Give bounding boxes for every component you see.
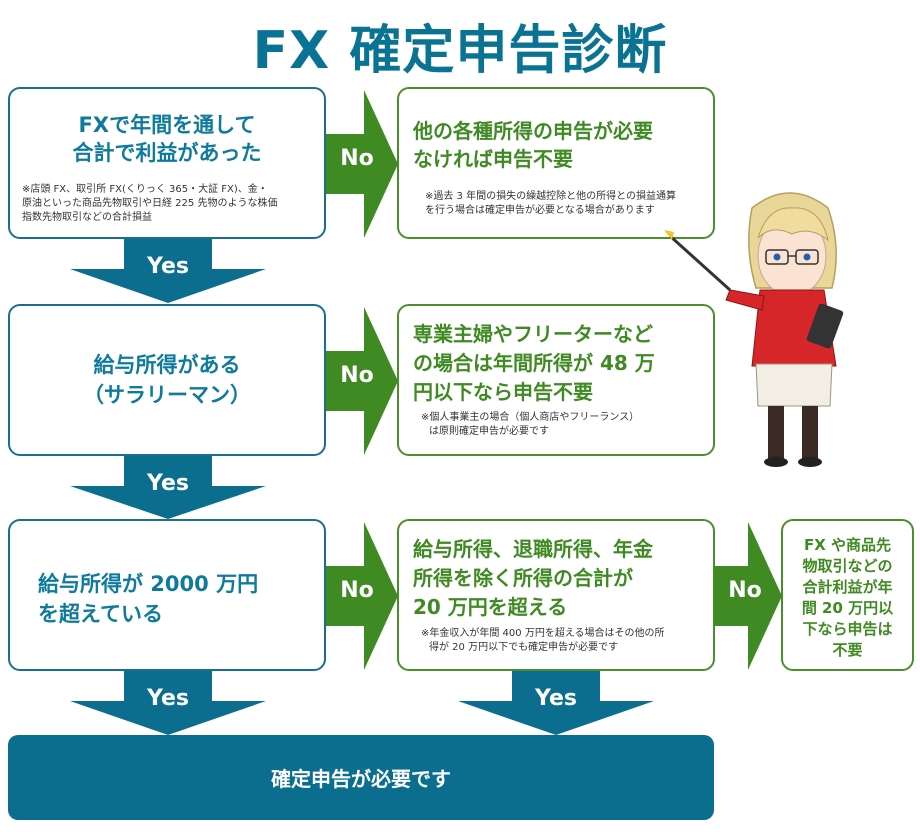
final-line-6: 不要: [832, 641, 863, 659]
question-1-note-1: ※店頭 FX、取引所 FX(くりっく 365・大証 FX)、金・: [22, 184, 268, 195]
no-label-3: No: [340, 578, 374, 603]
answer-box-2: 専業主婦やフリーターなど の場合は年間所得が 48 万 円以下なら申告不要 ※個…: [397, 304, 715, 456]
question-box-2: 給与所得がある （サラリーマン）: [8, 304, 326, 456]
answer-box-3: 給与所得、退職所得、年金 所得を除く所得の合計が 20 万円を超える ※年金収入…: [397, 519, 715, 671]
answer-2-line-1: 専業主婦やフリーターなど: [413, 322, 653, 346]
yes-label-3: Yes: [147, 686, 189, 711]
yes-arrow-3: [70, 671, 266, 735]
yes-arrow-2: [70, 456, 266, 519]
no-arrow-4: [714, 522, 782, 670]
answer-1-line-1: 他の各種所得の申告が必要: [413, 119, 653, 143]
question-2-line-2: （サラリーマン）: [83, 383, 251, 407]
final-line-1: FX や商品先: [803, 536, 892, 554]
answer-3-note-1: ※年金収入が年間 400 万円を超える場合はその他の所: [421, 628, 665, 639]
yes-label-1: Yes: [147, 254, 189, 279]
final-line-3: 合計利益が年: [802, 578, 893, 596]
result-banner: 確定申告が必要です: [8, 735, 714, 820]
no-label-4: No: [728, 578, 762, 603]
teacher-character-illustration: [664, 192, 844, 467]
answer-2-note-2: は原則確定申告が必要です: [429, 426, 549, 437]
final-line-2: 物取引などの: [802, 557, 893, 575]
final-answer-box: FX や商品先 物取引などの 合計利益が年 間 20 万円以 下なら申告は 不要: [781, 519, 914, 671]
no-label-1: No: [340, 146, 374, 171]
question-1-note-2: 原油といった商品先物取引や日経 225 先物のような株価: [22, 198, 278, 209]
page-title: FX 確定申告診断: [252, 21, 668, 81]
no-arrow-3: [326, 522, 398, 670]
final-line-4: 間 20 万円以: [801, 599, 894, 617]
no-arrow-2: [326, 307, 398, 455]
question-1-note-3: 指数先物取引などの合計損益: [22, 212, 152, 223]
answer-1-line-2: なければ申告不要: [413, 147, 573, 171]
final-line-5: 下なら申告は: [802, 620, 893, 638]
answer-3-note-2: 得が 20 万円以下でも確定申告が必要です: [429, 642, 619, 653]
answer-3-line-3: 20 万円を超える: [413, 595, 568, 619]
question-2-line-1: 給与所得がある: [93, 353, 241, 377]
answer-2-note-1: ※個人事業主の場合（個人商店やフリーランス）: [421, 412, 640, 423]
question-box-1: FXで年間を通して 合計で利益があった ※店頭 FX、取引所 FX(くりっく 3…: [8, 87, 326, 239]
yes-label-4: Yes: [535, 686, 577, 711]
question-3-line-1: 給与所得が 2000 万円: [38, 572, 259, 596]
question-1-line-2: 合計で利益があった: [72, 141, 262, 165]
yes-label-2: Yes: [147, 471, 189, 496]
yes-arrow-1: [70, 239, 266, 303]
answer-2-line-2: の場合は年間所得が 48 万: [413, 351, 655, 375]
answer-3-line-2: 所得を除く所得の合計が: [413, 566, 633, 590]
yes-arrow-4: [458, 671, 654, 735]
question-1-line-1: FXで年間を通して: [78, 113, 256, 137]
answer-1-note-1: ※過去 3 年間の損失の繰越控除と他の所得との損益通算: [425, 191, 676, 202]
answer-1-note-2: を行う場合は確定申告が必要となる場合があります: [425, 205, 655, 216]
answer-box-1: 他の各種所得の申告が必要 なければ申告不要 ※過去 3 年間の損失の繰越控除と他…: [397, 87, 715, 239]
question-3-line-2: を超えている: [38, 602, 163, 626]
question-box-3: 給与所得が 2000 万円 を超えている: [8, 519, 326, 671]
answer-3-line-1: 給与所得、退職所得、年金: [413, 537, 653, 561]
no-arrow-1: [326, 90, 398, 238]
no-label-2: No: [340, 363, 374, 388]
answer-2-line-3: 円以下なら申告不要: [413, 380, 593, 404]
